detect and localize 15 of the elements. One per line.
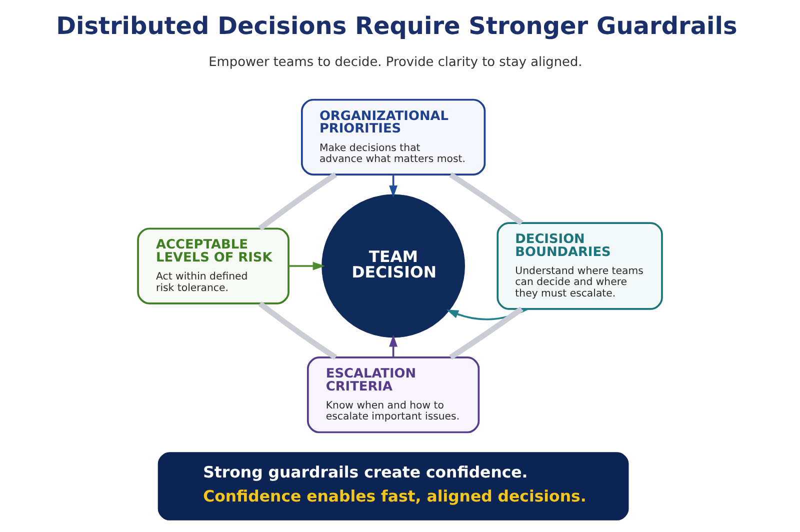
node-box: ESCALATION CRITERIA Know when and how to escalate important issues.	[306, 356, 480, 434]
node-box: ACCEPTABLE LEVELS OF RISK Act within defined risk tolerance.	[137, 228, 290, 304]
label: Empower teams to decide. Provide clarity to stay aligned.	[208, 55, 582, 70]
connector	[258, 172, 338, 231]
node-box: DECISION BOUNDARIES Understand where teams can decide and where they must escalate.	[496, 222, 663, 310]
node-box: Strong guardrails create confidence. Confidence enables fast, aligned decisions.	[158, 452, 629, 520]
arrow	[288, 262, 325, 270]
node-box: ORGANIZATIONAL PRIORITIES Make decisions that advance what matters most.	[300, 98, 486, 176]
connector	[449, 172, 524, 226]
diagram-title: Distributed Decisions Require Stronger Guardrails	[56, 12, 738, 40]
connector	[449, 306, 524, 360]
arrow	[389, 334, 398, 358]
connector	[258, 301, 338, 360]
arrow	[389, 174, 398, 198]
node-circle: TEAM DECISION	[322, 194, 465, 338]
